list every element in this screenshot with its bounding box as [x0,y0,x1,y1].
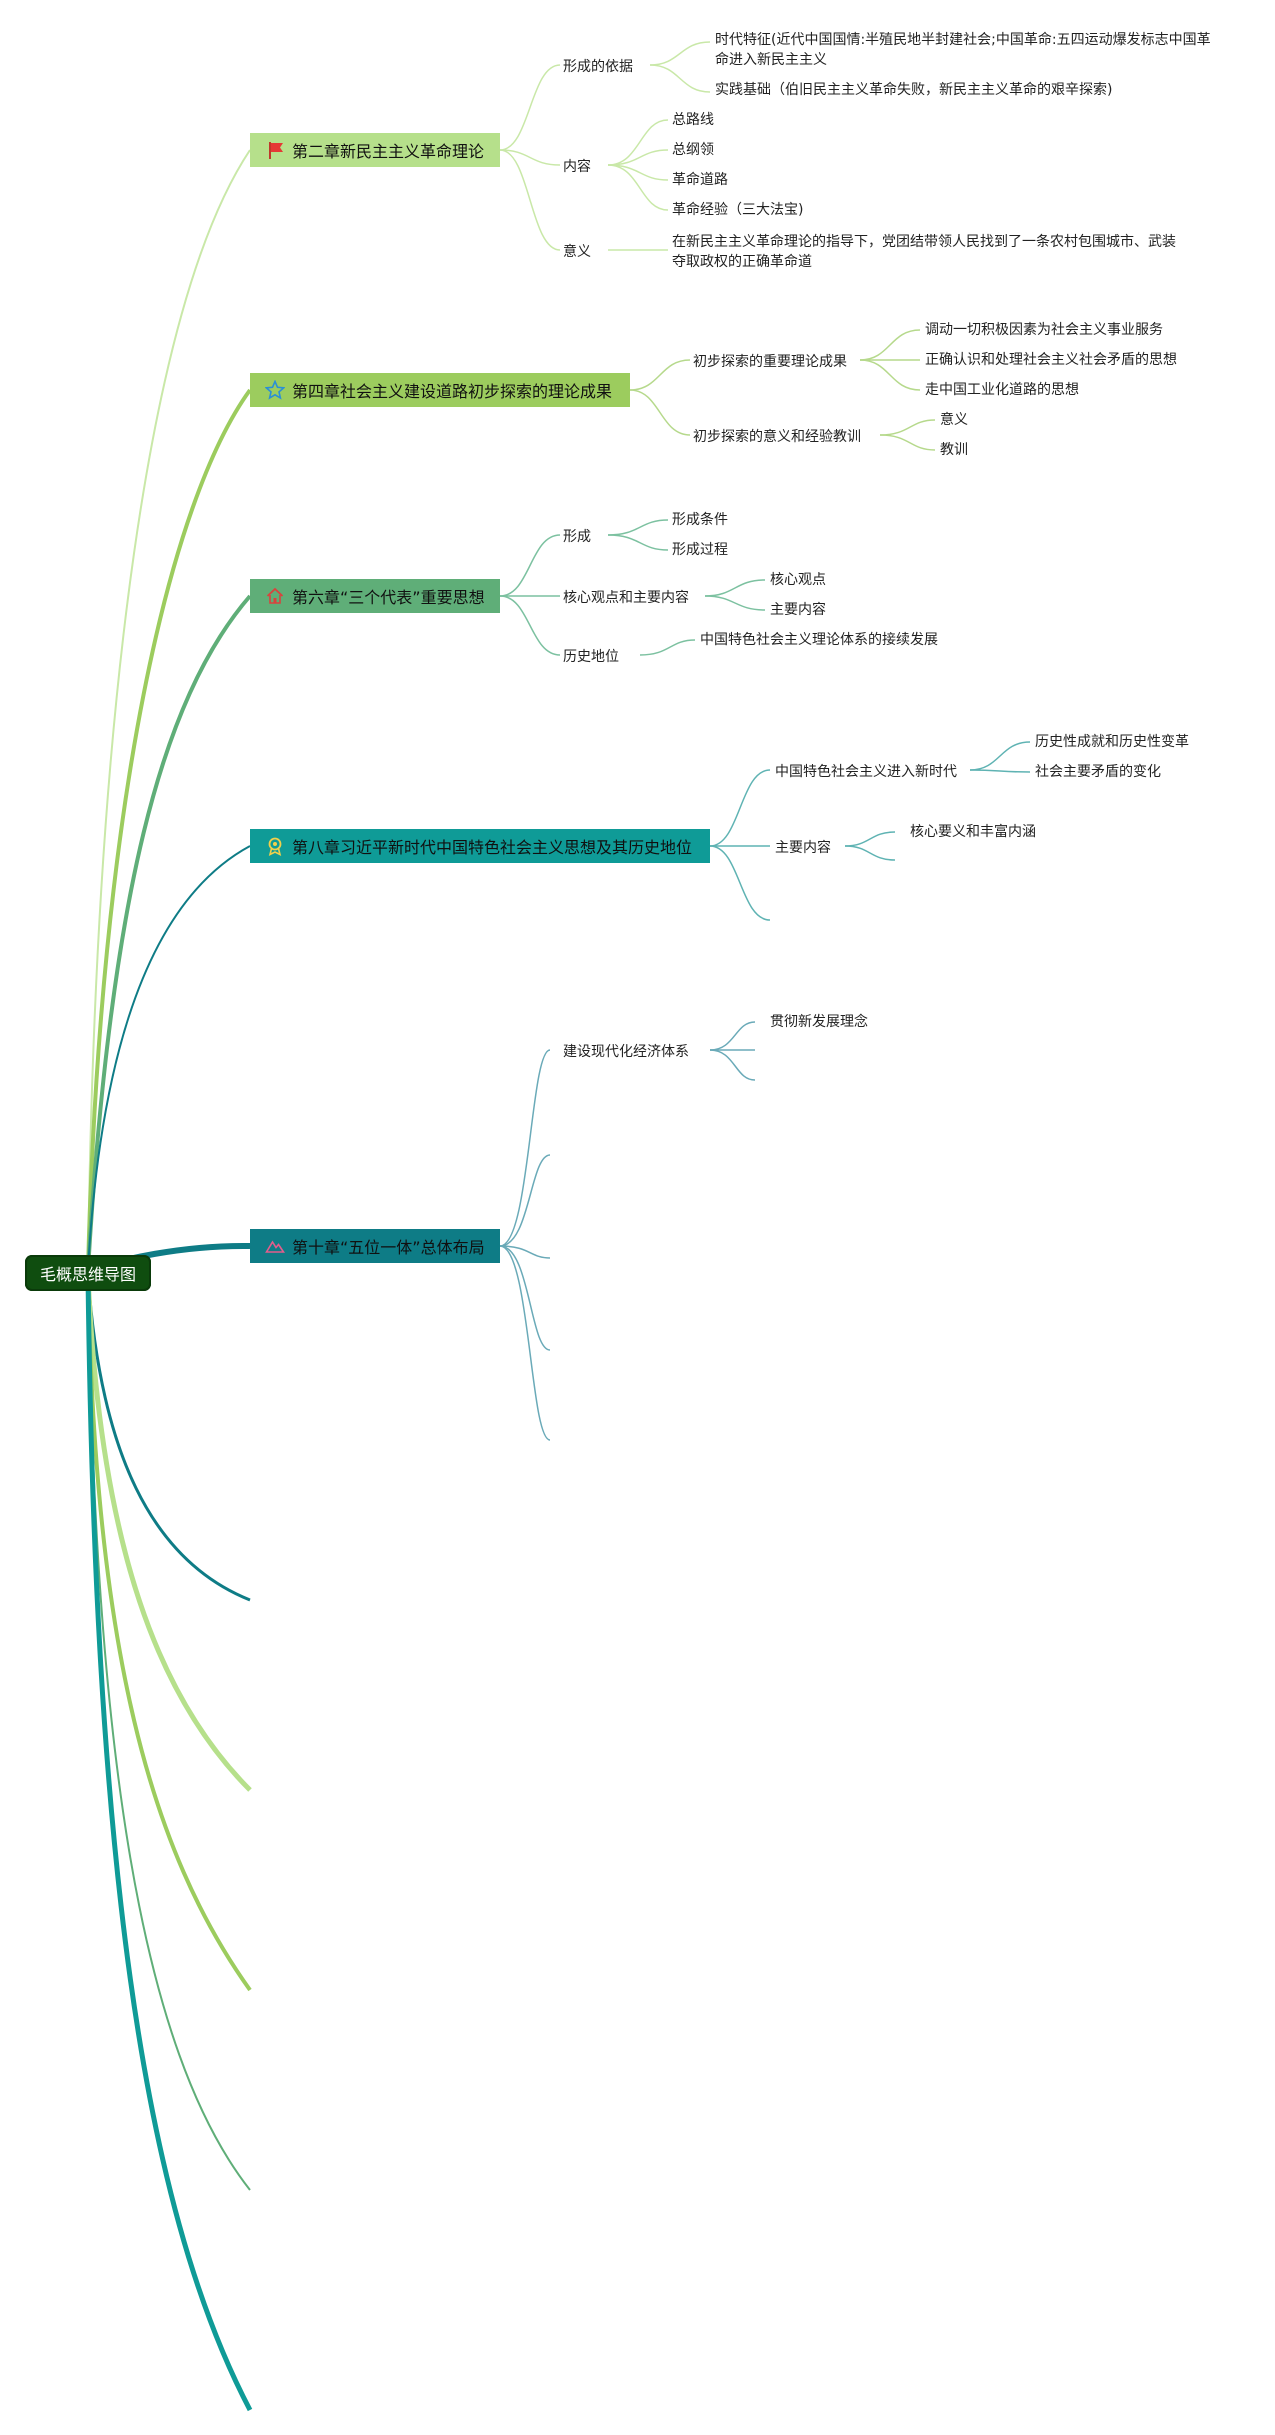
flag-icon [264,139,286,161]
chapter-2-sub-content[interactable]: 内容 [563,159,591,175]
chapter-6-leaf-main-content[interactable]: 主要内容 [770,602,826,618]
chapter-2-leaf-practice[interactable]: 实践基础（伯旧民主主义革命失败，新民主主义革命的艰辛探索) [715,82,1113,98]
chapter-4-leaf-industrialization[interactable]: 走中国工业化道路的思想 [925,382,1079,398]
medal-icon [264,835,286,857]
chapter-8-label: 第八章习近平新时代中国特色社会主义思想及其历史地位 [292,838,693,857]
chapter-8-node[interactable]: 第八章习近平新时代中国特色社会主义思想及其历史地位 [250,829,710,863]
chapter-2-leaf-general-program[interactable]: 总纲领 [672,142,714,158]
chapter-2-sub-basis[interactable]: 形成的依据 [563,59,633,75]
chapter-4-leaf-mobilize[interactable]: 调动一切积极因素为社会主义事业服务 [925,322,1163,338]
chapter-4-node[interactable]: 第四章社会主义建设道路初步探索的理论成果 [250,373,630,407]
chapter-2-leaf-era[interactable]: 时代特征(近代中国国情:半殖民地半封建社会;中国革命:五四运动爆发标志中国革命进… [715,32,1211,68]
star-icon [264,379,286,401]
root-node[interactable]: 毛概思维导图 [25,1255,151,1291]
mountain-icon [264,1235,286,1257]
chapter-2-leaf-general-line[interactable]: 总路线 [672,112,714,128]
chapter-4-leaf-contradictions[interactable]: 正确认识和处理社会主义社会矛盾的思想 [925,352,1177,368]
chapter-8-sub-new-era[interactable]: 中国特色社会主义进入新时代 [775,764,957,780]
chapter-10-label: 第十章“五位一体”总体布局 [292,1238,485,1257]
chapter-4-sub-achievements[interactable]: 初步探索的重要理论成果 [693,354,847,370]
chapter-10-leaf-new-development[interactable]: 贯彻新发展理念 [770,1014,868,1030]
chapter-6-leaf-core-views[interactable]: 核心观点 [770,572,826,588]
chapter-2-sub-significance[interactable]: 意义 [563,244,591,260]
chapter-8-leaf-achievements[interactable]: 历史性成就和历史性变革 [1035,734,1189,750]
chapter-6-sub-historical-status[interactable]: 历史地位 [563,649,619,665]
chapter-4-sub-lessons[interactable]: 初步探索的意义和经验教训 [693,429,861,445]
chapter-2-label: 第二章新民主主义革命理论 [292,142,485,161]
chapter-4-leaf-meaning[interactable]: 意义 [940,412,968,428]
chapter-8-leaf-core-essence[interactable]: 核心要义和丰富内涵 [910,824,1036,840]
house-icon [264,585,286,607]
chapter-6-leaf-continuation[interactable]: 中国特色社会主义理论体系的接续发展 [700,632,938,648]
chapter-8-sub-main-content[interactable]: 主要内容 [775,840,831,856]
chapter-6-node[interactable]: 第六章“三个代表”重要思想 [250,579,500,613]
chapter-2-node[interactable]: 第二章新民主主义革命理论 [250,133,500,167]
chapter-6-label: 第六章“三个代表”重要思想 [292,588,485,607]
chapter-4-label: 第四章社会主义建设道路初步探索的理论成果 [292,382,613,401]
chapter-8-leaf-contradiction-change[interactable]: 社会主要矛盾的变化 [1035,764,1161,780]
chapter-6-sub-formation[interactable]: 形成 [563,529,591,545]
chapter-2-leaf-revolution-experience[interactable]: 革命经验（三大法宝) [672,202,804,218]
chapter-6-leaf-process[interactable]: 形成过程 [672,542,728,558]
chapter-6-leaf-conditions[interactable]: 形成条件 [672,512,728,528]
chapter-6-sub-core[interactable]: 核心观点和主要内容 [563,590,689,606]
chapter-10-node[interactable]: 第十章“五位一体”总体布局 [250,1229,500,1263]
chapter-4-leaf-lesson[interactable]: 教训 [940,442,968,458]
chapter-2-leaf-revolution-road[interactable]: 革命道路 [672,172,728,188]
chapter-2-leaf-significance-text[interactable]: 在新民主主义革命理论的指导下，党团结带领人民找到了一条农村包围城市、武装夺取政权… [672,234,1176,270]
chapter-10-sub-economy[interactable]: 建设现代化经济体系 [563,1044,689,1060]
